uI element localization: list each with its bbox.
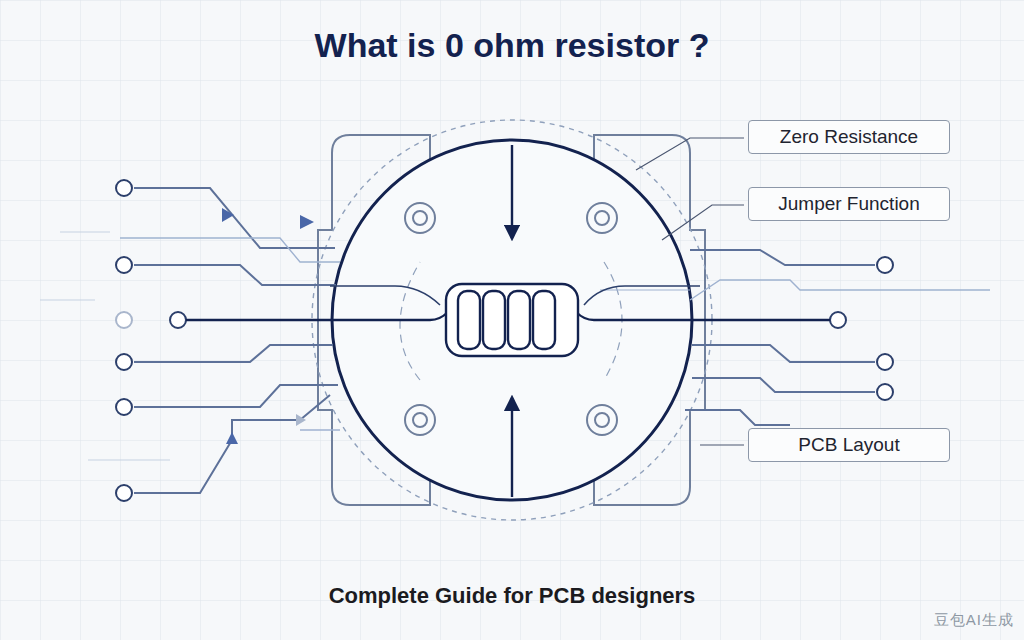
main-wire: [330, 286, 440, 305]
leader-lines: [636, 138, 744, 170]
force-arrows: [511, 145, 513, 497]
pcb-traces: [690, 250, 875, 265]
flow-arrows: [226, 432, 238, 444]
pcb-traces: [690, 280, 990, 300]
trace-pads: [877, 257, 893, 273]
trace-pads: [116, 485, 132, 501]
resistor-symbol: [508, 291, 530, 349]
pcb-traces: [60, 231, 110, 232]
mounting-holes: [587, 203, 617, 233]
watermark: 豆包AI生成: [934, 611, 1014, 630]
trace-pads: [170, 312, 186, 328]
mounting-holes: [413, 413, 427, 427]
pcb-traces: [120, 238, 340, 262]
pcb-traces: [134, 395, 330, 493]
pcb-traces: [134, 385, 338, 407]
resistor-symbol: [458, 291, 480, 349]
leader-lines: [636, 138, 744, 445]
inner-dash: [400, 262, 622, 380]
pcb-traces: [134, 188, 335, 248]
trace-pads: [116, 312, 132, 328]
label-box: Zero Resistance: [748, 120, 950, 154]
trace-pads: [877, 354, 893, 370]
mounting-holes: [413, 211, 427, 225]
leader-lines: [700, 444, 744, 445]
resistor-symbol: [533, 291, 555, 349]
pcb-traces: [40, 188, 990, 493]
main-wire: [576, 312, 830, 320]
resistor-symbol: [446, 284, 578, 356]
mounting-holes: [595, 211, 609, 225]
pcb-traces: [685, 410, 790, 425]
mounting-holes: [587, 405, 617, 435]
main-wire: [186, 319, 300, 321]
pcb-traces: [134, 265, 336, 285]
label-box: Jumper Function: [748, 187, 950, 221]
pcb-traces: [300, 429, 340, 430]
label-box: PCB Layout: [748, 428, 950, 462]
flow-arrows: [222, 208, 314, 444]
trace-pads: [116, 257, 132, 273]
force-arrows: [511, 145, 513, 238]
pcb-traces: [40, 299, 95, 300]
pcb-traces: [692, 378, 875, 392]
mounting-holes: [405, 203, 435, 233]
pcb-traces: [692, 345, 875, 362]
flow-arrows: [222, 208, 234, 222]
trace-pads: [877, 384, 893, 400]
trace-pads: [116, 399, 132, 415]
trace-pads: [830, 312, 846, 328]
label-text: Zero Resistance: [780, 126, 918, 148]
label-text: PCB Layout: [798, 434, 899, 456]
leader-lines: [662, 205, 744, 240]
force-arrows: [511, 398, 513, 497]
mounting-holes: [405, 405, 435, 435]
trace-pads: [116, 354, 132, 370]
trace-pads: [116, 180, 132, 196]
pcb-traces: [600, 289, 690, 290]
resistor-symbol: [483, 291, 505, 349]
label-text: Jumper Function: [778, 193, 920, 215]
resistor-symbol: [446, 284, 578, 356]
flow-arrows: [300, 215, 314, 229]
mounting-holes: [595, 413, 609, 427]
pcb-traces: [134, 345, 333, 362]
flow-arrows: [296, 414, 306, 426]
main-wire: [584, 286, 700, 305]
page-caption: Complete Guide for PCB designers: [0, 583, 1024, 609]
main-wire: [300, 312, 448, 320]
pcb-traces: [88, 459, 170, 460]
page-title: What is 0 ohm resistor ?: [0, 26, 1024, 65]
